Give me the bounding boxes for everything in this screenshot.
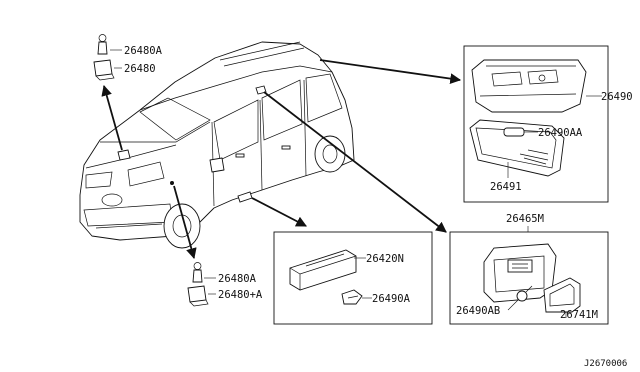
step-lamp-26420N bbox=[289, 249, 357, 291]
label-26480-top: 26480 bbox=[124, 63, 156, 75]
label-26491: 26491 bbox=[490, 181, 522, 193]
lens-26741M bbox=[543, 277, 581, 313]
minivan-illustration bbox=[79, 41, 355, 249]
lamp-26480plusA bbox=[187, 285, 209, 307]
label-26490AB: 26490AB bbox=[456, 305, 500, 317]
bulb-26490AA bbox=[503, 127, 525, 137]
arrow-to-26480plusA bbox=[173, 185, 197, 260]
box-26420N bbox=[273, 231, 433, 325]
label-26490: 26490 bbox=[601, 91, 633, 103]
label-26420N: 26420N bbox=[366, 253, 404, 265]
bulb-26490A bbox=[341, 289, 363, 305]
arrow-to-26420N bbox=[251, 197, 307, 227]
label-26490AA: 26490AA bbox=[538, 127, 583, 139]
map-lamp-26490 bbox=[471, 59, 587, 113]
label-26490A: 26490A bbox=[372, 293, 411, 305]
box-26465M bbox=[449, 231, 609, 325]
lamp-26480-top bbox=[93, 59, 115, 81]
label-26480plusA: 26480+A bbox=[218, 289, 263, 301]
label-26480A-bottom: 26480A bbox=[218, 273, 257, 285]
arrow-to-26490 bbox=[319, 59, 462, 84]
diagram-id: J2670006 bbox=[584, 359, 627, 369]
bulb-26480A-bottom bbox=[192, 262, 203, 283]
bulb-26480A-top bbox=[97, 34, 108, 55]
lamp-housing-26465M bbox=[483, 243, 557, 303]
box-26490 bbox=[463, 45, 609, 203]
arrow-to-26480 bbox=[101, 84, 123, 151]
lens-26491 bbox=[469, 119, 565, 177]
bulb-26490AB bbox=[516, 285, 533, 302]
label-26465M: 26465M bbox=[506, 213, 544, 225]
label-26741M: 26741M bbox=[560, 309, 598, 321]
arrow-to-26465M bbox=[263, 91, 447, 233]
label-26480A-top: 26480A bbox=[124, 45, 163, 57]
